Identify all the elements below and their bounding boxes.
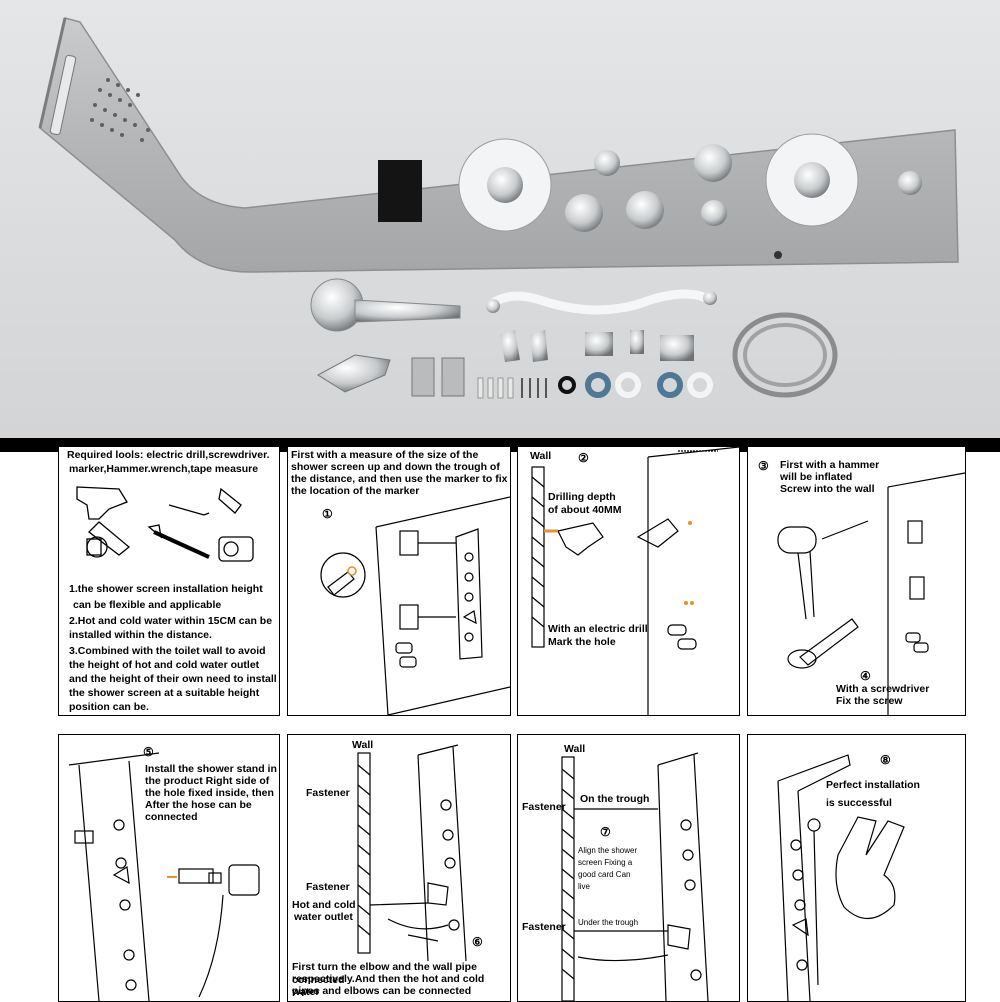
step7-align-1: Align the shower: [578, 846, 638, 855]
step5-line-3: the hole fixed inside, then: [145, 787, 274, 799]
product-photo: [0, 0, 1000, 440]
step3-line-3: Screw into the wall: [780, 483, 875, 495]
instruction-panel-step-5: ⑤ Install the shower stand in the produc…: [58, 734, 280, 1002]
panel-body: [39, 17, 959, 273]
step1-number: ①: [322, 507, 333, 521]
step7-align-4: live: [578, 882, 591, 891]
step4-line-1: With a screwdriver: [836, 683, 930, 695]
tools-illustration: [76, 486, 254, 562]
step4-number: ④: [860, 669, 871, 683]
step7-illustration: [561, 752, 709, 1001]
note-2b: installed within the distance.: [69, 629, 212, 641]
step3-number: ③: [758, 459, 769, 473]
step7-trough-label: On the trough: [580, 793, 650, 805]
note-3e: position can be.: [69, 701, 149, 713]
step7-under-trough: Under the trough: [578, 918, 639, 927]
step2-illustration: [531, 447, 739, 715]
step8-line-2: is successful: [826, 797, 892, 809]
step5-number: ⑤: [143, 745, 154, 759]
step6-wall-label: Wall: [352, 739, 374, 751]
step5-line-1: Install the shower stand in: [145, 763, 277, 775]
step8-illustration: [777, 754, 905, 1001]
step8-number: ⑧: [880, 753, 891, 767]
step6-fastener-2: Fastener: [306, 881, 350, 893]
step2-drill-1: With an electric drill: [548, 623, 648, 635]
step2-number: ②: [578, 451, 589, 465]
step6-outlet-2: water outlet: [294, 911, 353, 923]
step7-number: ⑦: [600, 825, 611, 839]
note-3a: 3.Combined with the toilet wall to avoid: [69, 645, 266, 657]
step6-fastener-1: Fastener: [306, 787, 350, 799]
digital-display: [378, 160, 422, 222]
step4-line-2: Fix the screw: [836, 695, 903, 707]
note-2a: 2.Hot and cold water within 15CM can be: [69, 615, 273, 627]
step5-illustration: [68, 752, 260, 1001]
step6-bottom-2: respectively.And then the hot and cold w…: [292, 973, 485, 998]
tools-title: Required lools: electric drill,screwdriv…: [67, 449, 270, 461]
instruction-panel-step-2: Wall ② Drilling depth of about 40MM With…: [517, 446, 740, 716]
step1-line-4: the location of the marker: [291, 485, 420, 497]
step7-fastener-2: Fastener: [522, 921, 566, 933]
step2-depth-1: Drilling depth: [548, 491, 616, 503]
step7-wall-label: Wall: [564, 743, 586, 755]
step7-align-2: screen Fixing a: [578, 858, 633, 867]
note-3c: and the height of their own need to inst…: [69, 673, 277, 685]
step2-drill-2: Mark the hole: [548, 636, 616, 648]
instruction-panel-step-7: Wall Fastener On the trough ⑦ Align the …: [517, 734, 740, 1002]
step3-line-2: will be inflated: [780, 471, 853, 483]
step1-line-3: the distance, and then use the marker to…: [291, 473, 508, 485]
step7-align-3: good card Can: [578, 870, 631, 879]
note-1b: can be flexible and applicable: [73, 599, 222, 611]
step6-outlet-1: Hot and cold: [292, 899, 356, 911]
step1-line-1: First with a measure of the size of the: [291, 449, 479, 461]
note-3b: the height of hot and cold water outlet: [69, 659, 260, 671]
instruction-panel-step-3-4: ③ First with a hammer will be inflated S…: [747, 446, 966, 716]
step6-bottom-1: First turn the elbow and the wall pipe c…: [292, 961, 477, 986]
step1-illustration: [320, 496, 510, 715]
instruction-panel-step-6: Wall Fastener Fastener Hot and cold wate…: [287, 734, 511, 1002]
step3-4-illustration: [777, 472, 965, 715]
step5-line-4: After the hose can be: [145, 799, 252, 811]
shower-panel-illustration: [38, 17, 959, 399]
step5-line-5: connected: [145, 811, 198, 823]
step3-line-1: First with a hammer: [780, 459, 880, 471]
step2-depth-2: of about 40MM: [548, 504, 622, 516]
step6-bottom-3: pipes and elbows can be connected: [292, 985, 472, 997]
step7-fastener-1: Fastener: [522, 801, 566, 813]
step5-line-2: the product Right side of: [145, 775, 270, 787]
instruction-panel-step-1: First with a measure of the size of the …: [287, 446, 511, 716]
step1-line-2: shower screen up and down the trough of: [291, 461, 500, 473]
note-1a: 1.the shower screen installation height: [69, 583, 263, 595]
note-3d: the shower screen at a suitable height: [69, 687, 260, 699]
step6-number: ⑥: [472, 935, 483, 949]
step8-line-1: Perfect installation: [826, 779, 920, 791]
step2-wall-label: Wall: [530, 450, 552, 462]
instruction-panel-step-8: ⑧ Perfect installation is successful: [747, 734, 966, 1002]
instruction-panel-tools: Required lools: electric drill,screwdriv…: [58, 446, 280, 716]
step6-illustration: [357, 744, 467, 961]
tools-title-2: marker,Hammer.wrench,tape measure: [69, 463, 259, 475]
